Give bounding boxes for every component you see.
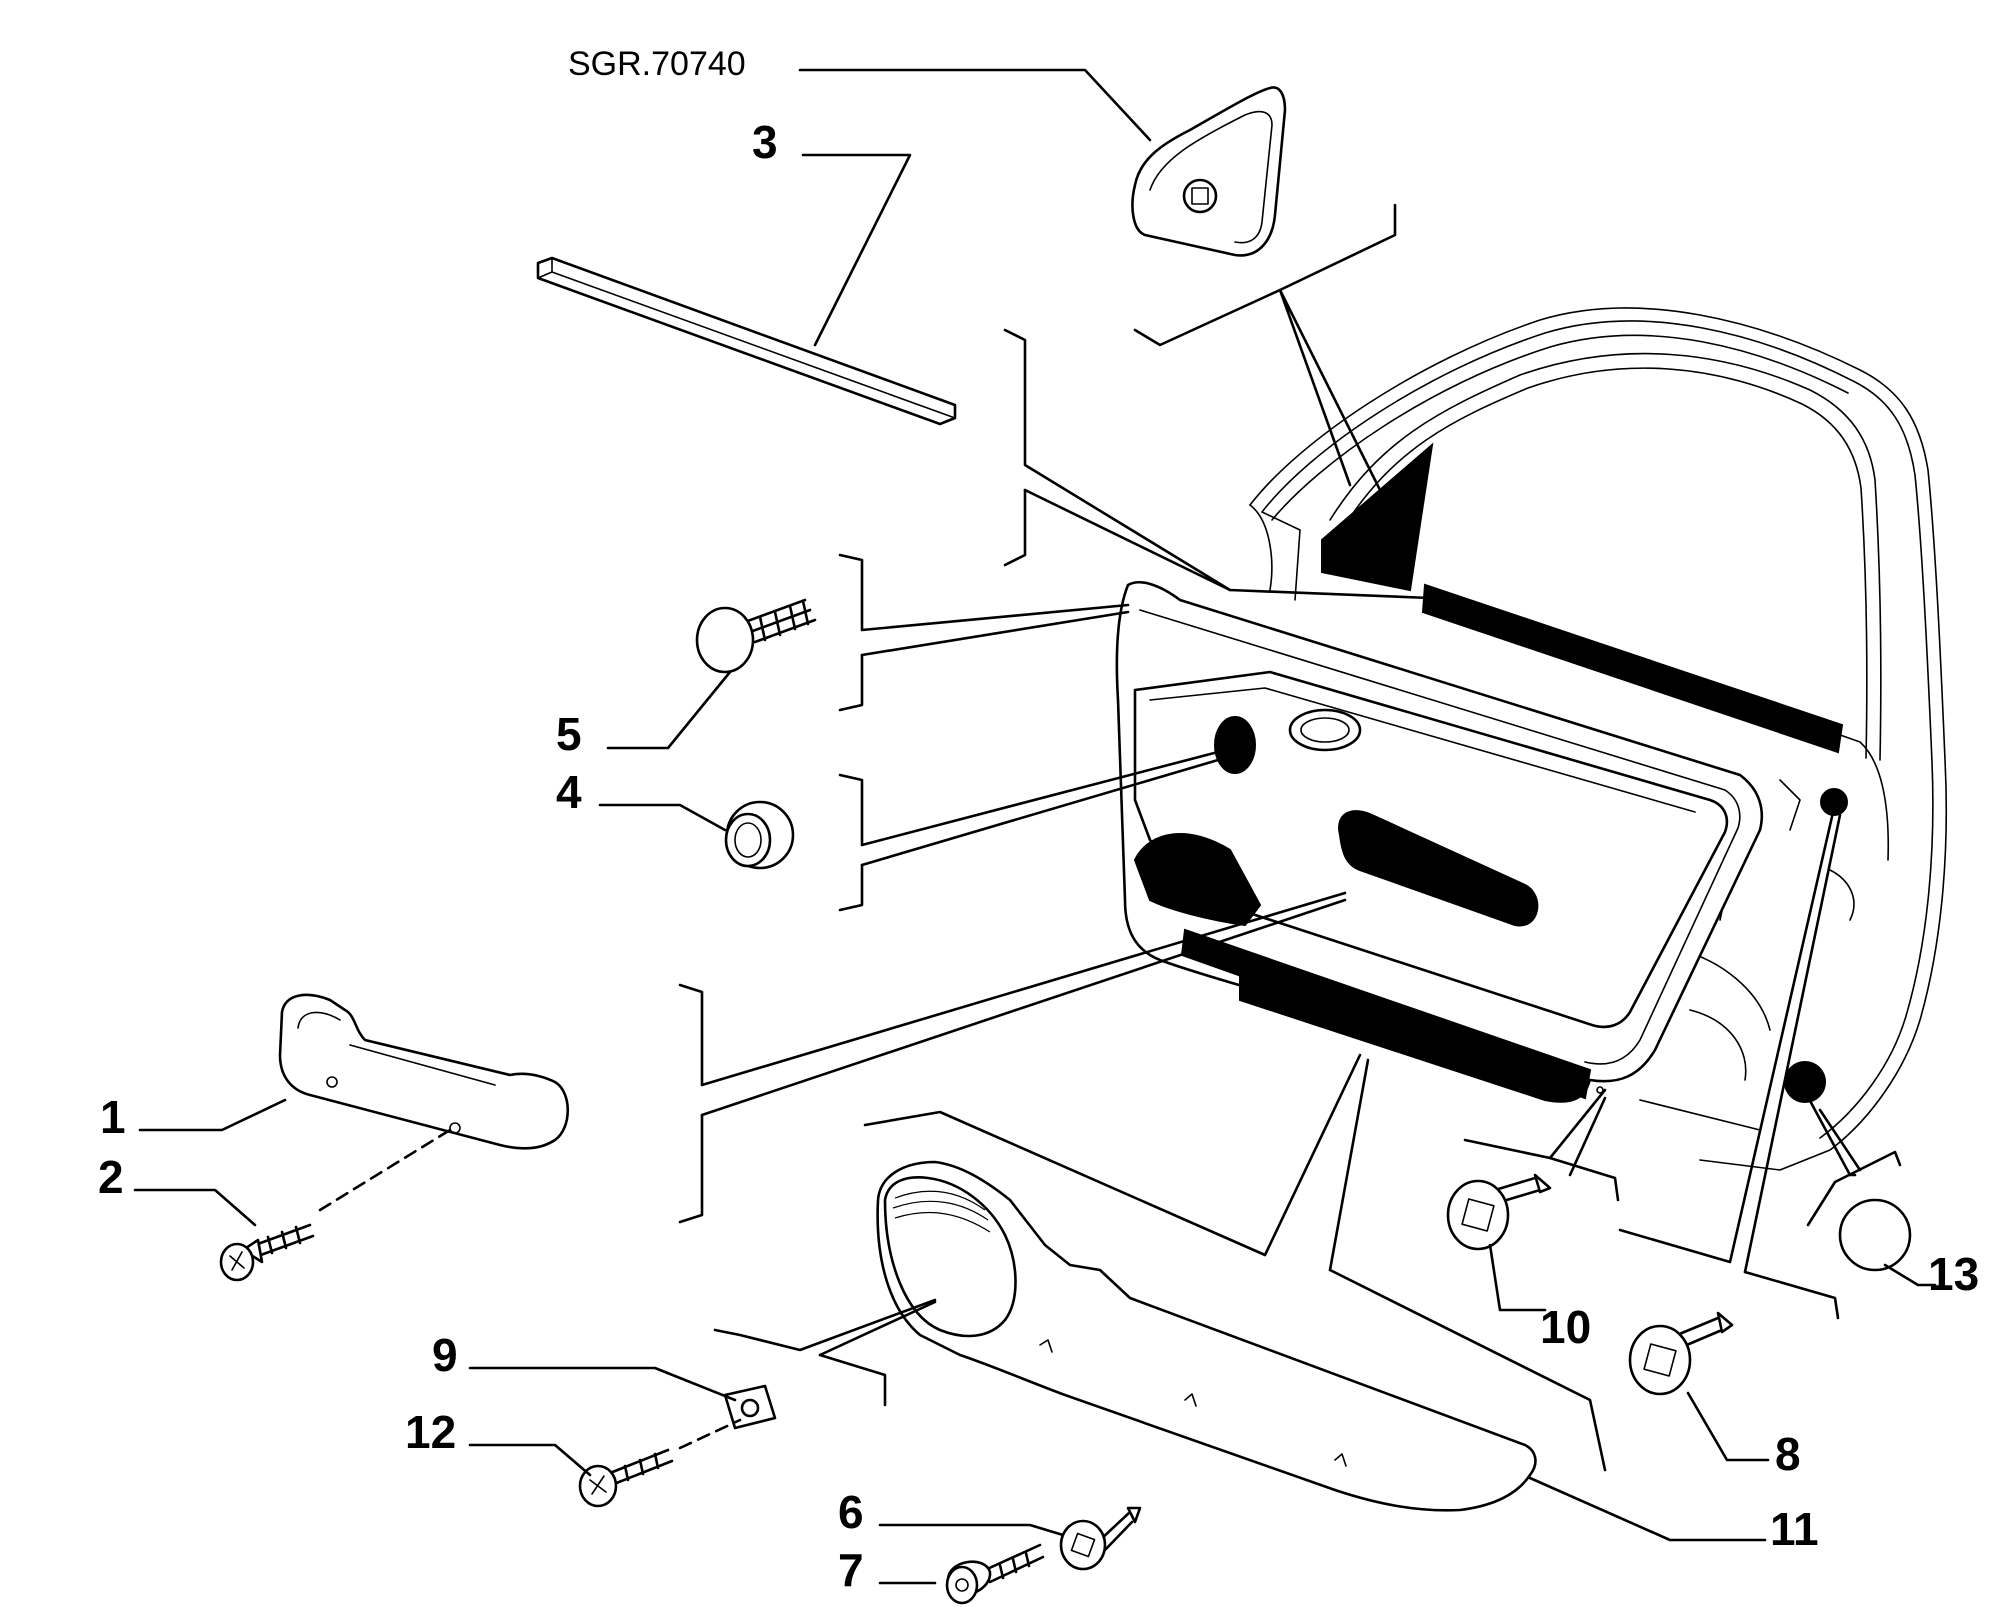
callout-9: 9: [432, 1329, 458, 1381]
callout-6: 6: [838, 1486, 864, 1538]
callout-12: 12: [405, 1406, 456, 1458]
part-10-push-pin: [1446, 1173, 1552, 1251]
callout-1: 1: [100, 1091, 126, 1143]
part-7-bolt: [945, 1543, 1045, 1605]
part-11-lower-trim: [876, 1160, 1537, 1512]
part-8-push-pin: [1628, 1311, 1734, 1396]
part-12-screw: [578, 1448, 674, 1508]
part-5-push-clip: [695, 598, 817, 674]
part-2-screw: [219, 1223, 315, 1282]
callout-8: 8: [1775, 1428, 1801, 1480]
door-trim-panel: [1115, 580, 1764, 1103]
part-13-cap: [1838, 1198, 1912, 1272]
callout-4: 4: [556, 766, 582, 818]
leader-lines: [133, 68, 1937, 1585]
callout-3: 3: [752, 116, 778, 168]
callout-13: 13: [1928, 1248, 1979, 1300]
callout-5: 5: [556, 708, 582, 760]
part-1-pull-handle: [278, 993, 569, 1150]
part-9-clip-nut: [723, 1384, 777, 1430]
callout-2: 2: [98, 1151, 124, 1203]
part-6-push-pin: [1059, 1506, 1142, 1571]
part-4-grommet: [724, 800, 795, 870]
part-3-belt-strip: [536, 256, 957, 426]
ref-code-label: SGR.70740: [568, 45, 746, 83]
callout-labels: SGR.70740 3 5 4 1 2 9 12 6 7 10 8 11 13: [98, 45, 1979, 1596]
callout-11: 11: [1770, 1503, 1819, 1555]
callout-10: 10: [1540, 1301, 1591, 1353]
part-mirror-cover: [1131, 86, 1287, 257]
callout-7: 7: [838, 1544, 864, 1596]
